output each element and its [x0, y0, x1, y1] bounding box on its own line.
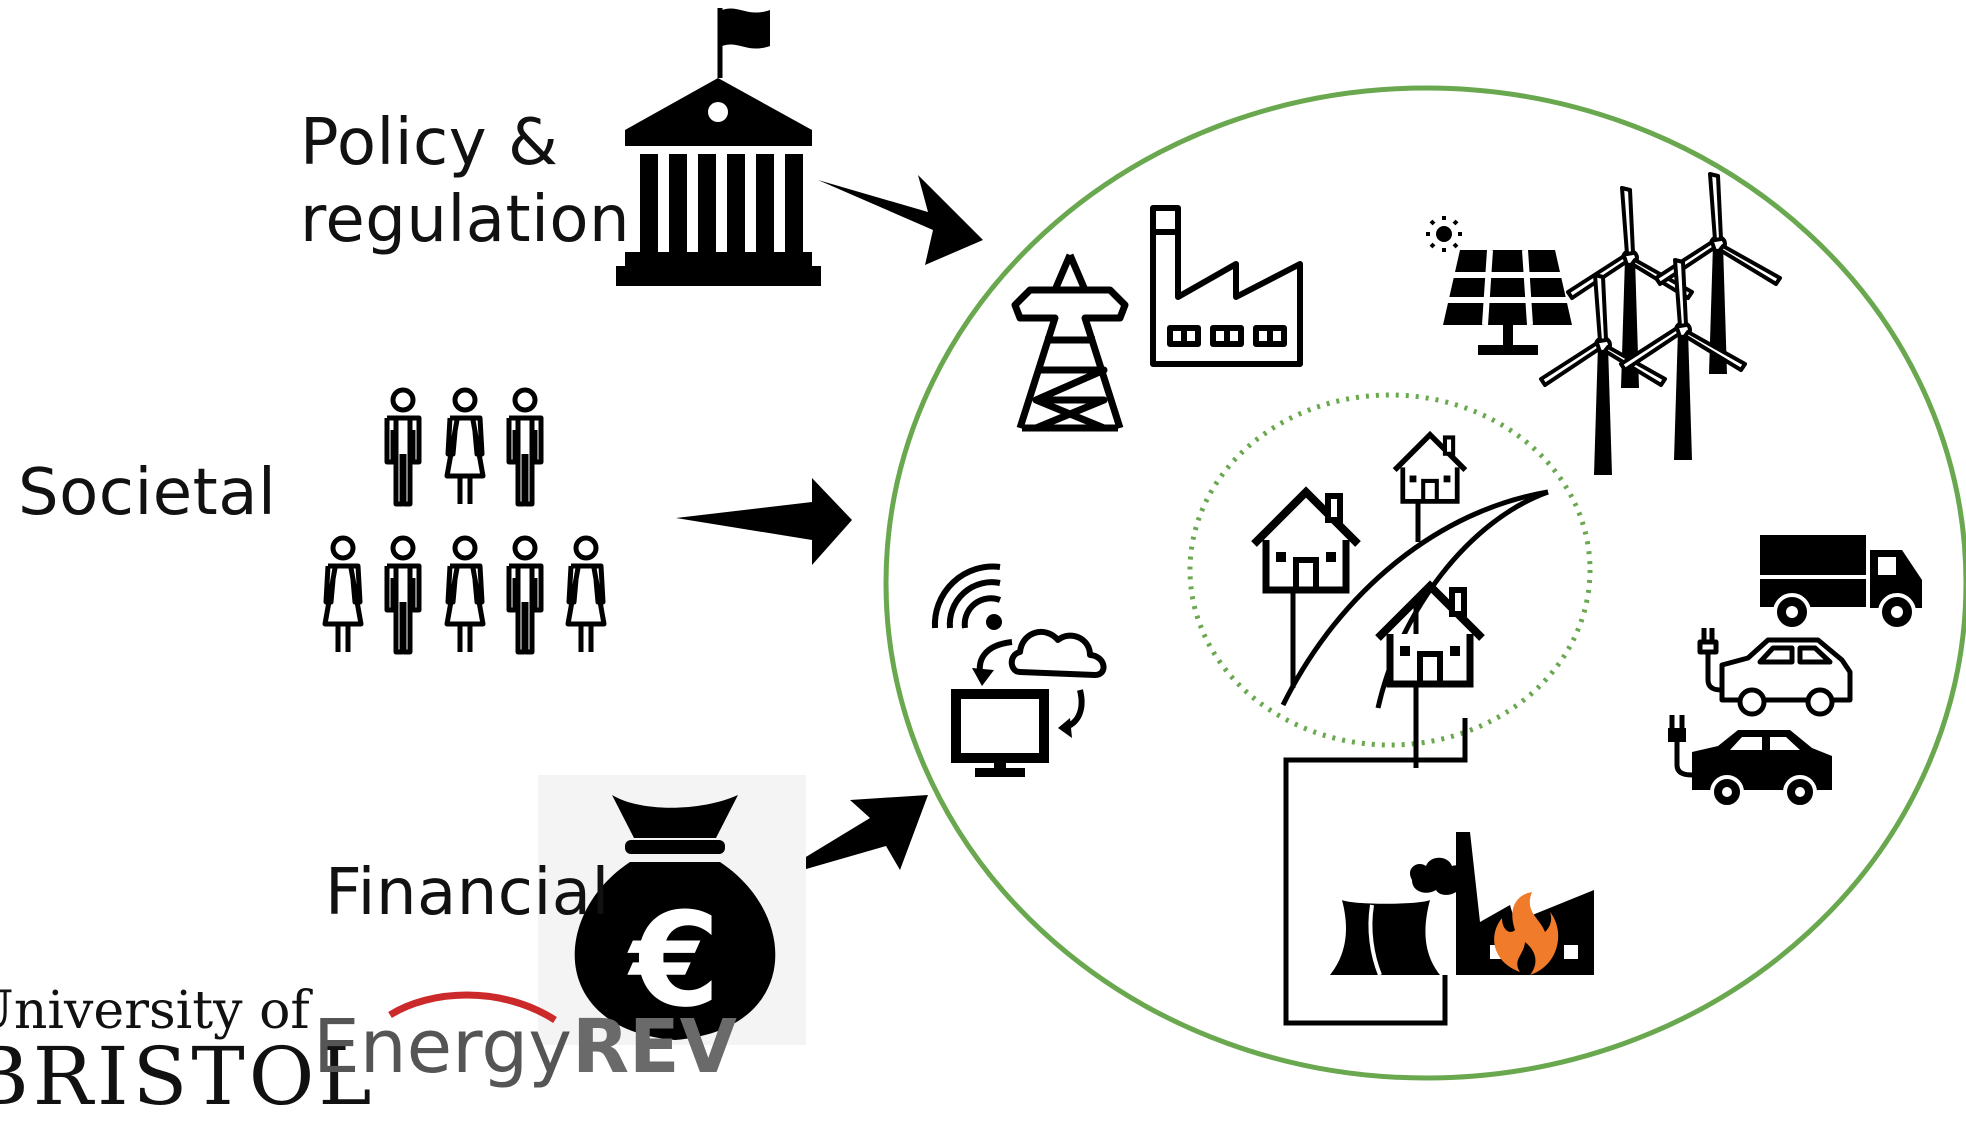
power-plant-icon	[1330, 832, 1594, 976]
policy-regulation-label: Policy & regulation	[300, 105, 630, 259]
electric-car-icon	[1668, 715, 1832, 809]
people-group-icon	[325, 390, 604, 652]
electric-car-icon	[1697, 628, 1853, 717]
policy-line2: regulation	[300, 182, 631, 257]
arrow-policy	[818, 175, 983, 265]
factory-icon	[1150, 205, 1303, 367]
system-boundary	[883, 85, 1966, 1081]
energyrev-suffix: REV	[572, 1004, 737, 1090]
energyrev-logo: EnergyREV	[313, 1010, 737, 1084]
wind-turbine-icon	[1539, 172, 1782, 477]
flame-icon	[1494, 892, 1559, 975]
diagram-canvas: €	[0, 8, 1966, 1081]
energyrev-arc	[388, 991, 557, 1023]
money-bag-icon: €	[538, 775, 806, 1045]
arrow-societal	[676, 478, 852, 565]
smart-network-icon	[931, 563, 1107, 777]
arrow-financial	[768, 795, 928, 880]
pylon-icon	[1011, 253, 1129, 432]
policy-line1: Policy &	[300, 106, 559, 180]
truck-icon	[1760, 535, 1922, 631]
currency-symbol: €	[627, 884, 720, 1036]
university-logo-line1: University of	[0, 981, 310, 1041]
house-icon	[1254, 435, 1482, 684]
solar-panel-icon	[1426, 216, 1572, 355]
diagram: €	[0, 8, 1966, 1117]
financial-label: Financial	[325, 856, 610, 930]
government-building-icon	[616, 8, 821, 286]
energyrev-prefix: Energy	[313, 1004, 573, 1090]
community-boundary	[1187, 392, 1593, 748]
societal-label: Societal	[18, 456, 277, 530]
